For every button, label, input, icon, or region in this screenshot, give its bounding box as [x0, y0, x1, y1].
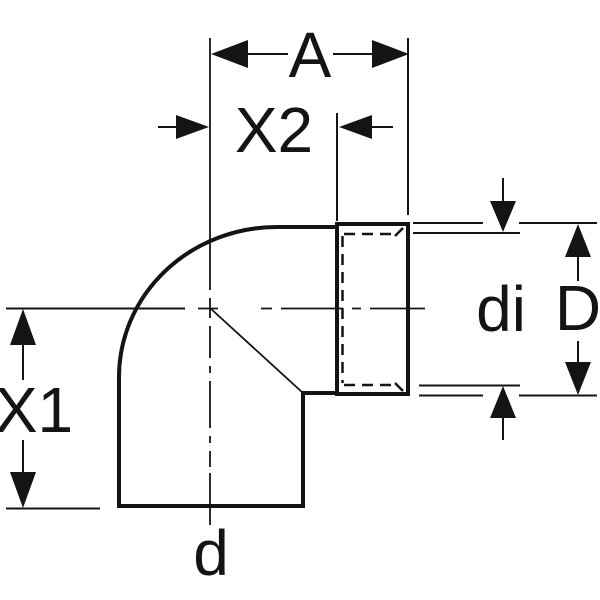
dim-d-outer-arrow-top [565, 224, 591, 257]
dim-d-outer-arrow-bottom [565, 362, 591, 395]
dim-label-di: di [476, 273, 526, 345]
dim-di-extension-lines [413, 232, 520, 387]
elbow-body-outline [117, 225, 337, 508]
dim-label-x1: X1 [0, 374, 73, 446]
dim-label-d: d [193, 517, 229, 589]
dim-di-arrow-top [490, 201, 516, 232]
dim-label-d-outer: D [555, 272, 600, 344]
dim-label-a: A [289, 19, 332, 91]
dim-a-arrow-left [211, 40, 248, 68]
dim-a-arrow-right [372, 40, 409, 68]
dim-di-arrow-bottom [490, 386, 516, 418]
socket-chamfer-bottom-line [394, 382, 404, 392]
dim-d-outer-extension-lines [413, 222, 597, 397]
dim-x1-arrow-bottom [10, 472, 36, 508]
dim-label-x2: X2 [235, 94, 313, 166]
bend-seam-line [209, 307, 304, 394]
socket-chamfer-top-line [394, 227, 404, 237]
dim-x1-arrow-top [10, 309, 36, 345]
dim-x2-arrow-left [176, 115, 209, 139]
dim-x2-arrow-right [339, 115, 372, 139]
